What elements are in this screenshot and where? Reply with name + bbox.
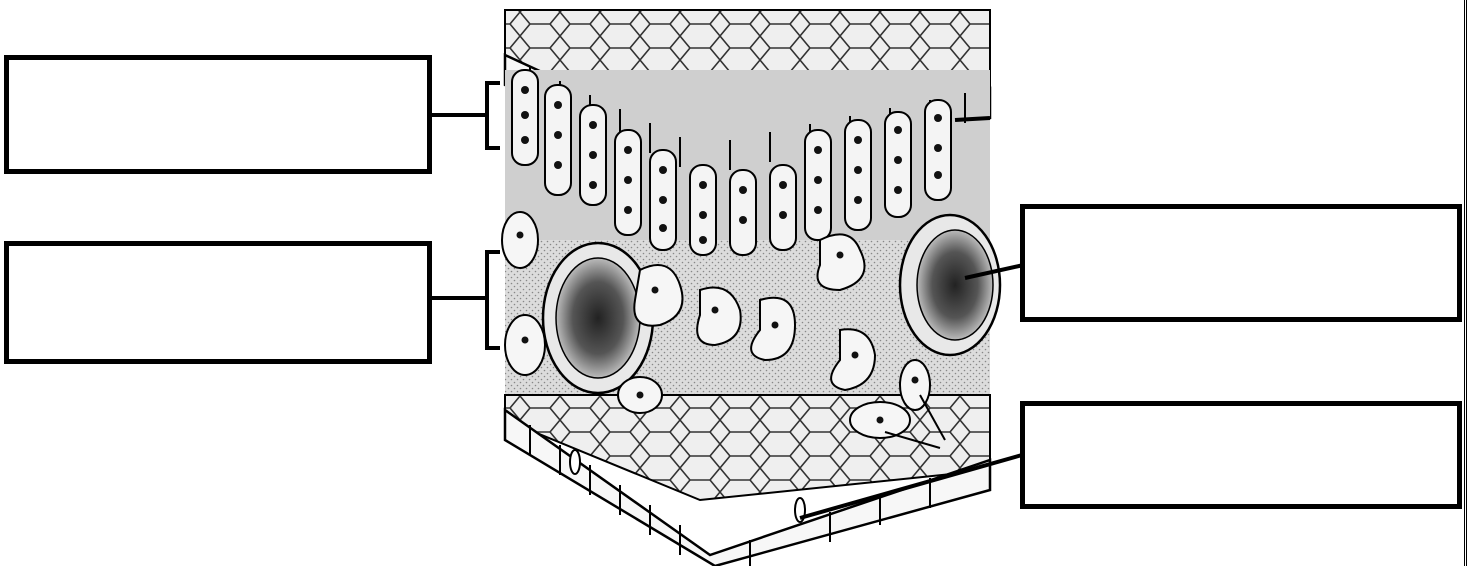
label-text-lower-left xyxy=(9,246,427,359)
label-box-lower-left[interactable] xyxy=(4,241,432,364)
label-box-upper-right[interactable] xyxy=(1020,204,1462,322)
label-text-lower-right xyxy=(1025,406,1457,504)
bracket-upper xyxy=(487,83,500,148)
vascular-bundle-right xyxy=(900,215,1000,355)
bracket-lower xyxy=(487,252,500,348)
label-text-upper-left xyxy=(9,60,427,169)
label-text-upper-right xyxy=(1025,209,1457,317)
label-box-lower-right[interactable] xyxy=(1020,401,1462,509)
leader-palisade-tick xyxy=(955,118,990,120)
label-box-upper-left[interactable] xyxy=(4,55,432,174)
